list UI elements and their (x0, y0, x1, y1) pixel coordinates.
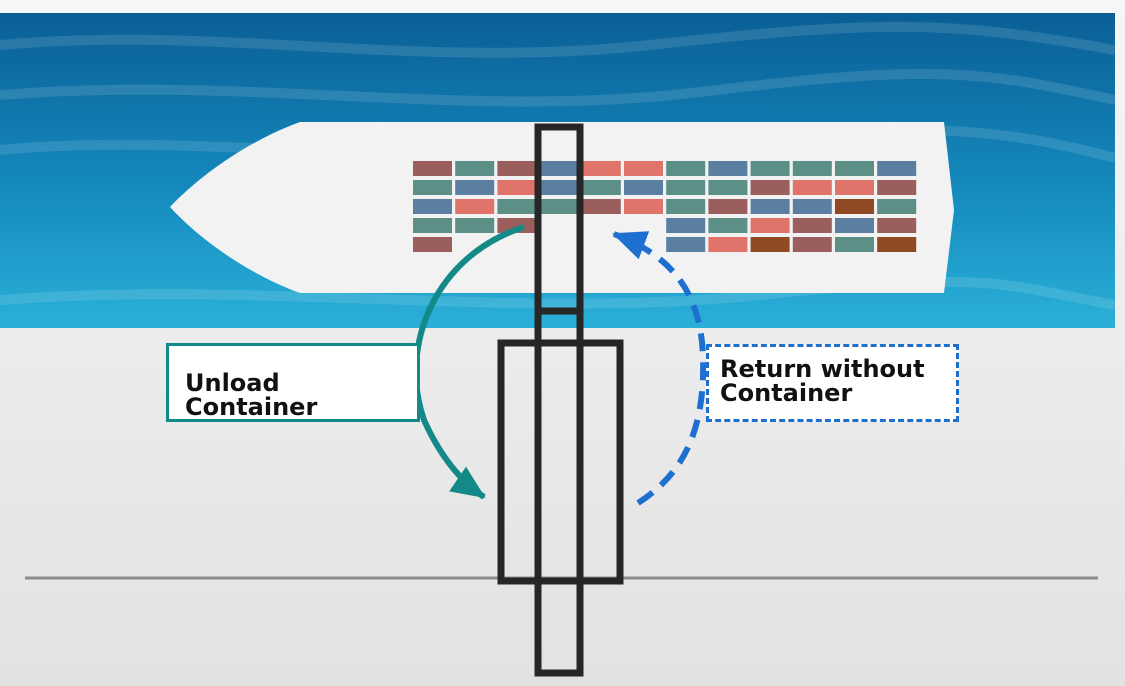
crane (497, 123, 624, 677)
shipping-container (708, 237, 748, 252)
unload-label-text: Unload Container (185, 369, 318, 421)
shipping-container (792, 237, 832, 252)
unload-container-label: Unload Container (166, 343, 420, 422)
shipping-container (877, 199, 917, 214)
shipping-container (750, 218, 790, 233)
shipping-container (708, 161, 748, 176)
shipping-container (497, 180, 537, 195)
shipping-container (877, 218, 917, 233)
shipping-container (750, 180, 790, 195)
shipping-container (835, 199, 874, 214)
shipping-container (413, 218, 452, 233)
shipping-container (750, 161, 790, 176)
shipping-container (624, 199, 663, 214)
shipping-container (581, 180, 621, 195)
shipping-container (666, 180, 706, 195)
return-label-line-2: Container (720, 379, 853, 407)
shipping-container (455, 180, 495, 195)
shipping-container (835, 161, 874, 176)
shipping-container (455, 199, 495, 214)
shipping-container (413, 161, 452, 176)
shipping-container (539, 199, 579, 214)
shipping-container (539, 161, 579, 176)
shipping-container (750, 237, 790, 252)
shipping-container (877, 180, 917, 195)
shipping-container (835, 237, 874, 252)
shipping-container (624, 180, 663, 195)
shipping-container (835, 180, 874, 195)
shipping-container (708, 180, 748, 195)
shipping-container (666, 218, 706, 233)
shipping-container (497, 218, 537, 233)
return-without-container-label: Return without Container (706, 344, 959, 422)
shipping-container (455, 218, 495, 233)
shipping-container (877, 237, 917, 252)
shipping-container (708, 218, 748, 233)
shipping-container (666, 237, 706, 252)
shipping-container (792, 180, 832, 195)
shipping-container (539, 180, 579, 195)
shipping-container (666, 161, 706, 176)
container-stack (413, 161, 917, 252)
shipping-container (413, 237, 452, 252)
shipping-container (877, 161, 917, 176)
shipping-container (750, 199, 790, 214)
shipping-container (455, 161, 495, 176)
shipping-container (497, 161, 537, 176)
shipping-container (624, 161, 663, 176)
shipping-container (413, 199, 452, 214)
shipping-container (413, 180, 452, 195)
shipping-container (666, 199, 706, 214)
shipping-container (835, 218, 874, 233)
return-label-line-1: Return without (720, 355, 925, 383)
shipping-container (792, 199, 832, 214)
crane-boom (534, 123, 584, 677)
shipping-container (497, 199, 537, 214)
crane-frame (497, 339, 624, 585)
shipping-container (581, 199, 621, 214)
shipping-container (581, 161, 621, 176)
shipping-container (708, 199, 748, 214)
shipping-container (792, 161, 832, 176)
shipping-container (792, 218, 832, 233)
